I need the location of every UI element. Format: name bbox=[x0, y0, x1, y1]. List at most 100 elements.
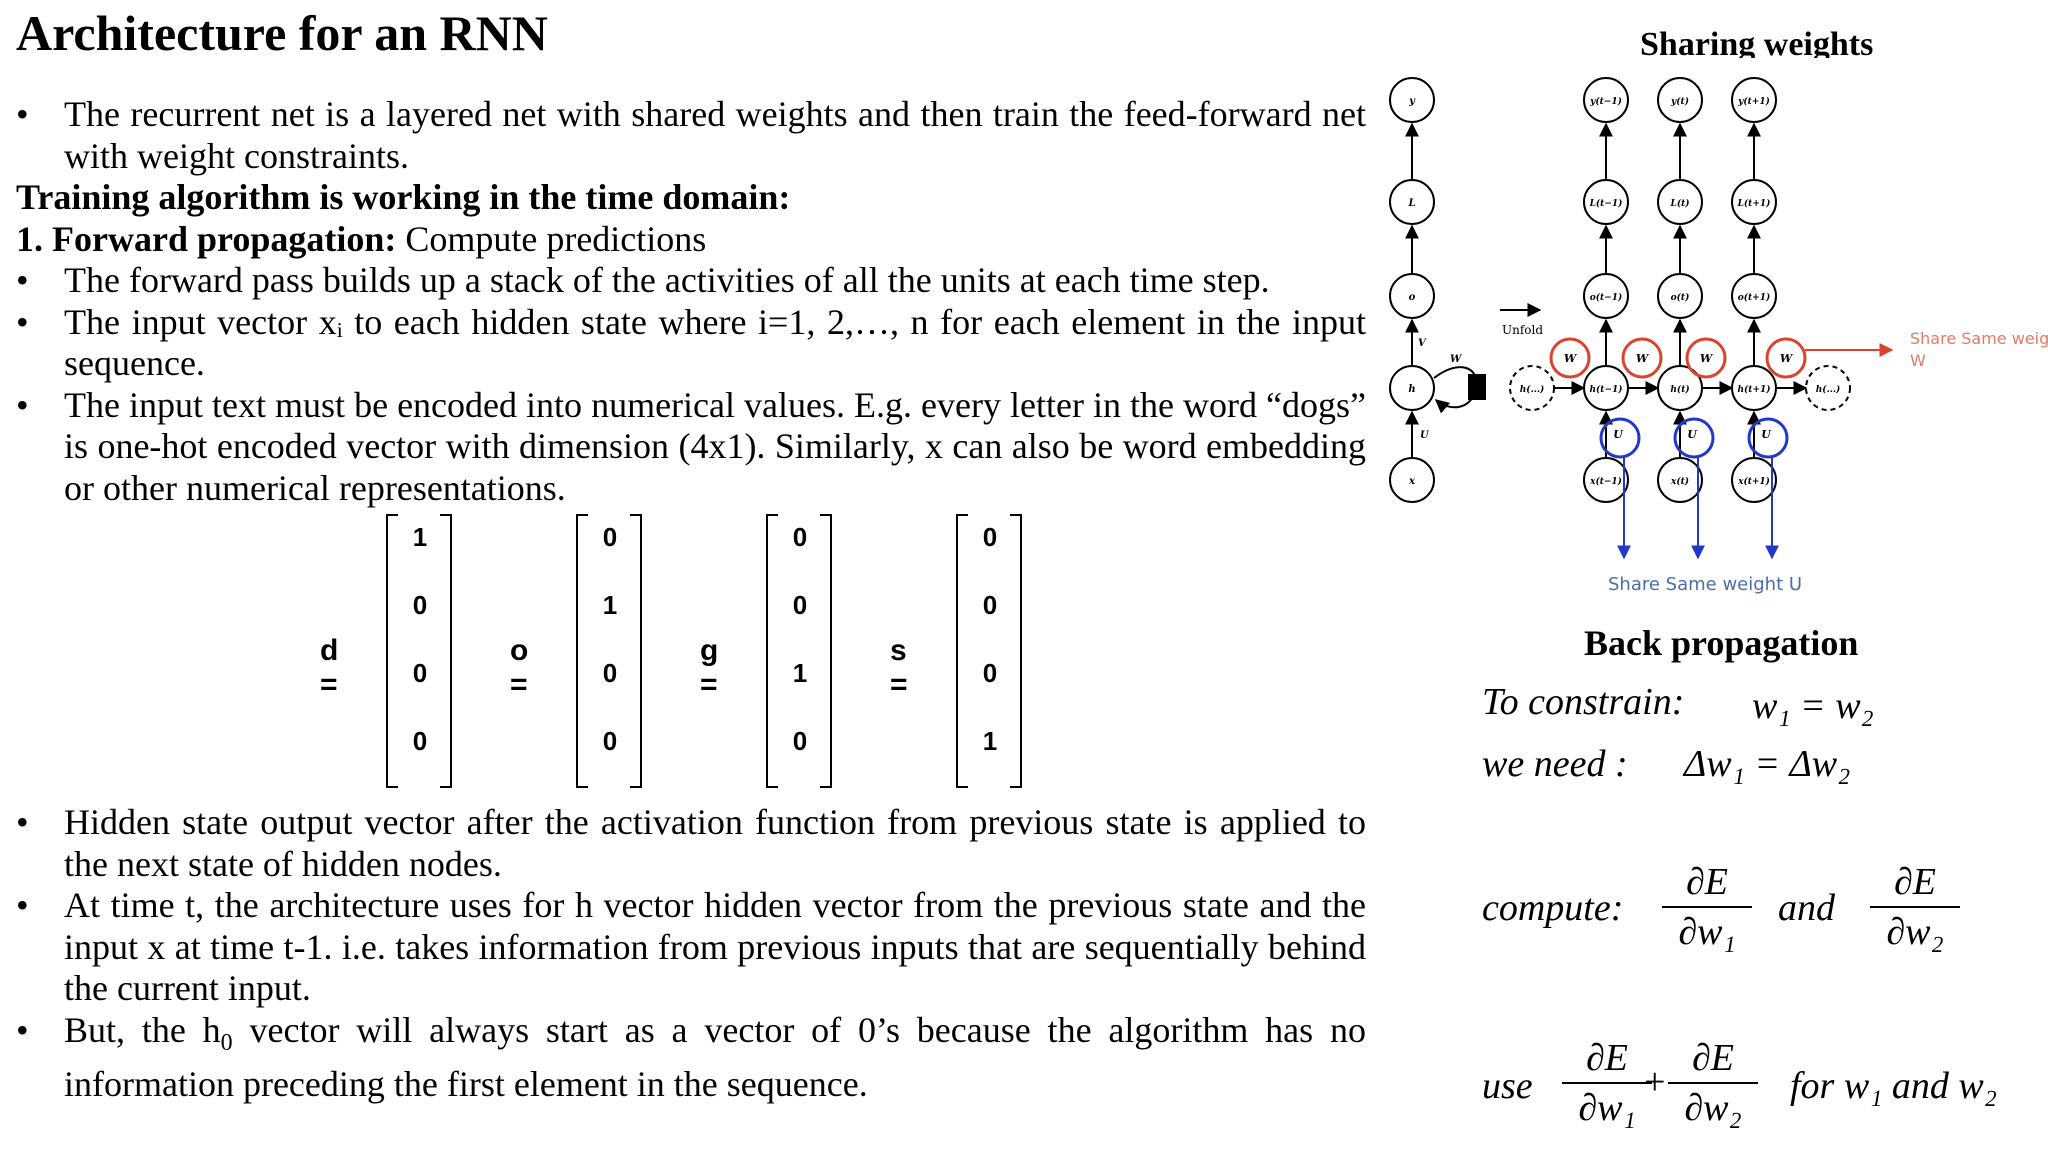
constrain-lhs: To constrain: bbox=[1482, 681, 1685, 723]
fraction-dE-dw2: ∂E ∂w₂ bbox=[1870, 860, 1960, 954]
node-label: x(t−1) bbox=[1589, 476, 1622, 487]
u-label: U bbox=[1761, 428, 1772, 441]
one-hot-matrices: d = 1 0 0 0 o = 0 1 0 0 g = 0 0 1 0 s = … bbox=[320, 510, 1040, 790]
node-label: o(t) bbox=[1671, 292, 1690, 303]
denominator: ∂w₂ bbox=[1684, 1087, 1742, 1129]
bullet-text: But, the h bbox=[64, 1009, 221, 1050]
node-label: h(...) bbox=[1816, 384, 1840, 395]
bullet-dot: • bbox=[16, 802, 29, 842]
matrix-value: 0 bbox=[602, 658, 618, 688]
denominator: ∂w₁ bbox=[1578, 1087, 1636, 1129]
bullet-text: The input text must be encoded into nume… bbox=[64, 384, 1366, 508]
node-label: L(t+1) bbox=[1737, 198, 1771, 209]
fraction-bar bbox=[1870, 906, 1960, 908]
folded-network: y L o h x V U W bbox=[1389, 77, 1486, 503]
bullet-text: Hidden state output vector after the act… bbox=[64, 802, 1366, 884]
bullet-dot: • bbox=[16, 1009, 29, 1050]
node-label: h(t−1) bbox=[1589, 384, 1622, 395]
bullet-hidden-output: • Hidden state output vector after the a… bbox=[16, 802, 1366, 885]
matrix-value: 0 bbox=[792, 590, 808, 620]
node-y-t-1 bbox=[1583, 77, 1629, 123]
w-circle bbox=[1621, 337, 1663, 379]
w-label: W bbox=[1564, 352, 1578, 365]
bracket-left bbox=[956, 514, 968, 788]
numerator: ∂E bbox=[1894, 861, 1936, 903]
bracket-right bbox=[630, 514, 642, 788]
left-text-top: • The recurrent net is a layered net wit… bbox=[16, 94, 1366, 509]
matrix-value: 0 bbox=[412, 590, 428, 620]
bullet-dot: • bbox=[16, 301, 29, 342]
need-lhs: we need : bbox=[1482, 743, 1628, 785]
numerator: ∂E bbox=[1692, 1037, 1734, 1079]
matrix-value: 0 bbox=[412, 726, 428, 756]
u-circle bbox=[1747, 417, 1789, 459]
denominator: ∂w₁ bbox=[1678, 911, 1736, 953]
matrix-label: s = bbox=[890, 634, 908, 701]
matrix-value: 0 bbox=[982, 590, 998, 620]
need-eq: Δw₁ = Δw₂ bbox=[1684, 743, 1851, 785]
bracket-left bbox=[386, 514, 398, 788]
matrix-value: 0 bbox=[602, 522, 618, 552]
node-label: h(t) bbox=[1670, 384, 1689, 395]
fraction-bar bbox=[1668, 1082, 1758, 1084]
u-label: U bbox=[1687, 428, 1698, 441]
node-label: y(t+1) bbox=[1737, 96, 1770, 107]
node-label: L(t) bbox=[1669, 198, 1689, 209]
bracket-left bbox=[766, 514, 778, 788]
shared-w-highlights: W W W W bbox=[1549, 337, 1894, 379]
matrix-value: 0 bbox=[602, 726, 618, 756]
constrain-eq: w₁ = w₂ bbox=[1752, 685, 1874, 727]
bracket-left bbox=[576, 514, 588, 788]
share-u-label: Share Same weight U bbox=[1608, 574, 1802, 595]
denominator: ∂w₂ bbox=[1886, 911, 1944, 953]
bullet-h0: • But, the h0 vector will always start a… bbox=[16, 1010, 1366, 1106]
bullet-dot: • bbox=[16, 384, 29, 425]
u-circle bbox=[1599, 417, 1641, 459]
w-circle bbox=[1685, 337, 1727, 379]
matrix-value: 0 bbox=[792, 522, 808, 552]
w-circle bbox=[1765, 337, 1807, 379]
fraction-dE-dw2-use: ∂E ∂w₂ bbox=[1668, 1036, 1758, 1130]
node-h-label: h bbox=[1408, 384, 1415, 395]
node-y bbox=[1389, 77, 1435, 123]
bullet-dot: • bbox=[16, 94, 29, 134]
numerator: ∂E bbox=[1686, 861, 1728, 903]
matrix-label: d = bbox=[320, 634, 339, 701]
bracket-right bbox=[820, 514, 832, 788]
bullet-text: The recurrent net is a layered net with … bbox=[64, 94, 1366, 176]
delay-box bbox=[1468, 374, 1486, 400]
matrix-label: g = bbox=[700, 634, 719, 701]
matrix-value: 0 bbox=[792, 726, 808, 756]
fraction-dE-dw1-use: ∂E ∂w₁ bbox=[1562, 1036, 1652, 1130]
matrix-value: 1 bbox=[982, 726, 998, 756]
bullet-dot: • bbox=[16, 260, 29, 300]
bullet-dot: • bbox=[16, 885, 29, 925]
use-label: use bbox=[1482, 1065, 1533, 1107]
bullet-text: The input vector xᵢ to each hidden state… bbox=[64, 301, 1366, 384]
w-label: W bbox=[1700, 352, 1714, 365]
u-label: U bbox=[1613, 428, 1624, 441]
edge-label-U: U bbox=[1420, 430, 1430, 441]
node-label: x(t) bbox=[1670, 476, 1689, 487]
node-o-label: o bbox=[1409, 292, 1416, 303]
bracket-right bbox=[1010, 514, 1022, 788]
matrix-value: 1 bbox=[792, 658, 808, 688]
node-label: y(t) bbox=[1670, 96, 1689, 107]
matrix-value: 1 bbox=[412, 522, 428, 552]
subscript: 0 bbox=[220, 1029, 233, 1056]
and-label: and bbox=[1778, 887, 1835, 929]
node-y-label: y bbox=[1408, 96, 1416, 107]
unfold-label: Unfold bbox=[1502, 323, 1543, 337]
bullet-text: vector will always start as a vector of … bbox=[64, 1009, 1366, 1105]
numerator: ∂E bbox=[1586, 1037, 1628, 1079]
w-label: W bbox=[1636, 352, 1650, 365]
node-x-label: x bbox=[1408, 476, 1416, 487]
node-label: h(...) bbox=[1520, 384, 1544, 395]
fraction-dE-dw1: ∂E ∂w₁ bbox=[1662, 860, 1752, 954]
training-heading: Training algorithm is working in the tim… bbox=[16, 177, 791, 217]
node-L-label: L bbox=[1407, 198, 1415, 209]
node-label: L(t−1) bbox=[1589, 198, 1623, 209]
unfolded-network: y(t−1) L(t−1) o(t−1) h(t−1) x(t−1) y(t) … bbox=[1509, 77, 1851, 503]
edge-label-V: V bbox=[1418, 338, 1427, 349]
edge-label-W: W bbox=[1450, 354, 1463, 365]
